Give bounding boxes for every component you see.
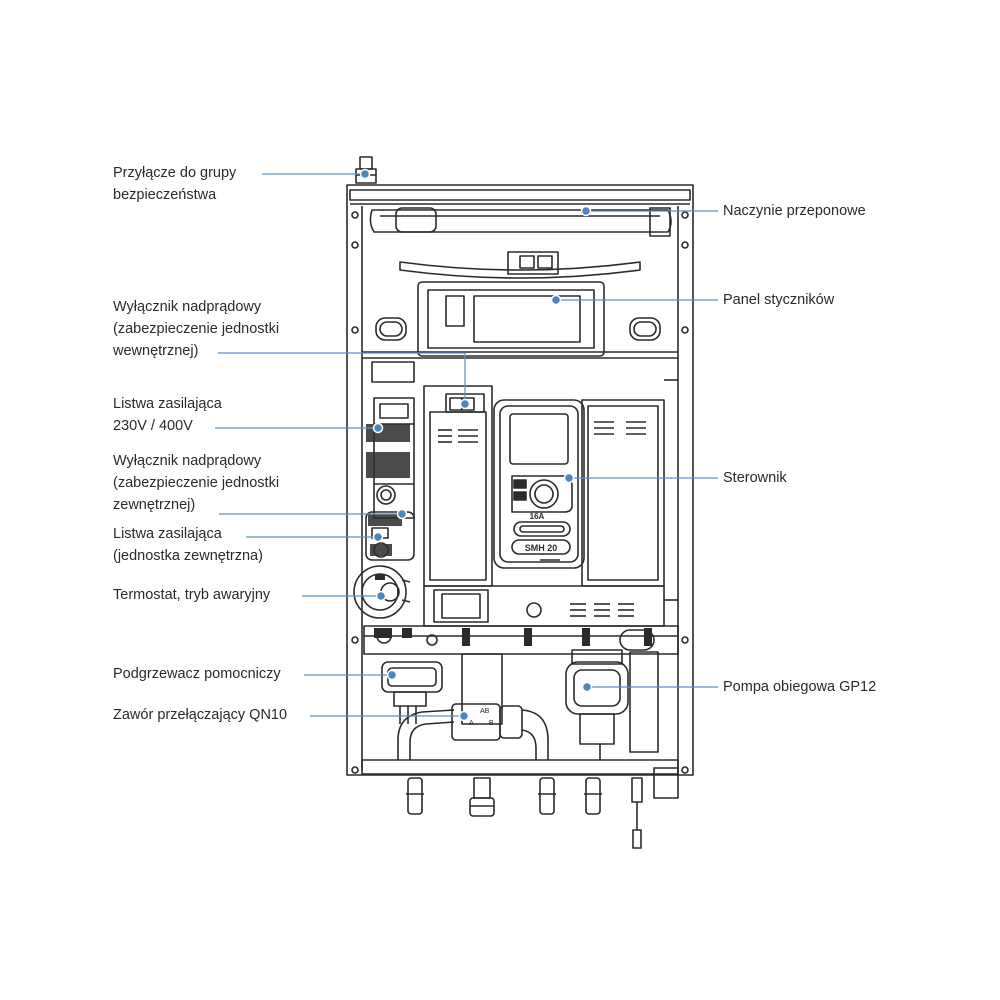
label-breaker-external-line2: (zabezpieczenie jednostki: [113, 475, 280, 491]
dot-expansion-vessel: [580, 205, 592, 217]
label-breaker-internal-line3: wewnętrznej): [113, 343, 199, 359]
label-breaker-internal: Wyłącznik nadprądowy (zabezpieczenie jed…: [113, 296, 279, 362]
label-power-strip-external-line1: Listwa zasilająca: [113, 526, 222, 542]
label-aux-heater: Podgrzewacz pomocniczy: [113, 663, 281, 685]
left-cabinet: [423, 385, 493, 587]
dot-safety-group: [359, 168, 371, 180]
label-thermostat: Termostat, tryb awaryjny: [113, 584, 270, 606]
label-switching-valve-text: Zawór przełączający QN10: [113, 707, 288, 723]
label-power-strip-external: Listwa zasilająca (jednostka zewnętrzna): [113, 523, 263, 567]
label-safety-group-line2: bezpieczeństwa: [113, 187, 217, 203]
power-strip-terminals: [366, 424, 410, 478]
label-aux-heater-text: Podgrzewacz pomocniczy: [113, 666, 281, 682]
label-safety-group-line1: Przyłącze do grupy: [113, 165, 237, 181]
label-power-strip-line2: 230V / 400V: [113, 418, 193, 434]
lower-rail-clips: [374, 628, 652, 646]
valve-port-b-text: B: [489, 720, 494, 727]
label-power-strip-external-line2: (jednostka zewnętrzna): [113, 548, 263, 564]
label-contactor-panel-text: Panel styczników: [723, 292, 835, 308]
lower-panel: [363, 585, 679, 655]
aux-heater: [381, 653, 503, 725]
label-thermostat-text: Termostat, tryb awaryjny: [113, 587, 271, 603]
label-expansion-vessel: Naczynie przeponowe: [723, 200, 866, 222]
dot-breaker-internal: [459, 398, 471, 410]
controller-brand-text: SMH 20: [525, 543, 558, 553]
label-power-strip: Listwa zasilająca 230V / 400V: [113, 393, 222, 437]
label-contactor-panel: Panel styczników: [723, 289, 834, 311]
dot-thermostat: [375, 590, 387, 602]
dot-power-strip-external: [372, 531, 384, 543]
switching-valve: [397, 703, 549, 760]
dot-circulation-pump: [581, 681, 593, 693]
external-terminal-block: [368, 514, 402, 556]
dot-aux-heater: [386, 669, 398, 681]
controller-current-text: 16A: [530, 512, 545, 521]
controller-buttons: [514, 480, 526, 500]
label-controller: Sterownik: [723, 467, 787, 489]
label-circulation-pump-text: Pompa obiegowa GP12: [723, 679, 877, 695]
dot-power-strip: [372, 422, 384, 434]
expansion-vessel: [369, 207, 672, 279]
bottom-connections: [361, 759, 679, 849]
circulation-pump: [565, 649, 659, 760]
label-breaker-internal-line1: Wyłącznik nadprądowy: [113, 299, 262, 315]
label-breaker-internal-line2: (zabezpieczenie jednostki: [113, 321, 280, 337]
valve-port-a-text: A: [469, 720, 474, 727]
label-expansion-vessel-text: Naczynie przeponowe: [723, 203, 866, 219]
dot-contactor-panel: [550, 294, 562, 306]
label-switching-valve: Zawór przełączający QN10: [113, 704, 287, 726]
right-cabinet: [581, 379, 678, 601]
label-breaker-external-line1: Wyłącznik nadprądowy: [113, 453, 262, 469]
dot-controller: [563, 472, 575, 484]
label-breaker-external: Wyłącznik nadprądowy (zabezpieczenie jed…: [113, 450, 279, 516]
thermostat-knob: [375, 574, 385, 580]
label-safety-group: Przyłącze do grupy bezpieczeństwa: [113, 162, 236, 206]
dot-breaker-external: [396, 508, 408, 520]
leader-breaker-internal: [218, 352, 466, 404]
label-circulation-pump: Pompa obiegowa GP12: [723, 676, 876, 698]
label-power-strip-line1: Listwa zasilająca: [113, 396, 222, 412]
contactor-panel: [362, 281, 678, 359]
valve-port-ab-text: AB: [480, 708, 490, 715]
label-breaker-external-line3: zewnętrznej): [113, 497, 196, 513]
dot-switching-valve: [458, 710, 470, 722]
label-controller-text: Sterownik: [723, 470, 787, 486]
